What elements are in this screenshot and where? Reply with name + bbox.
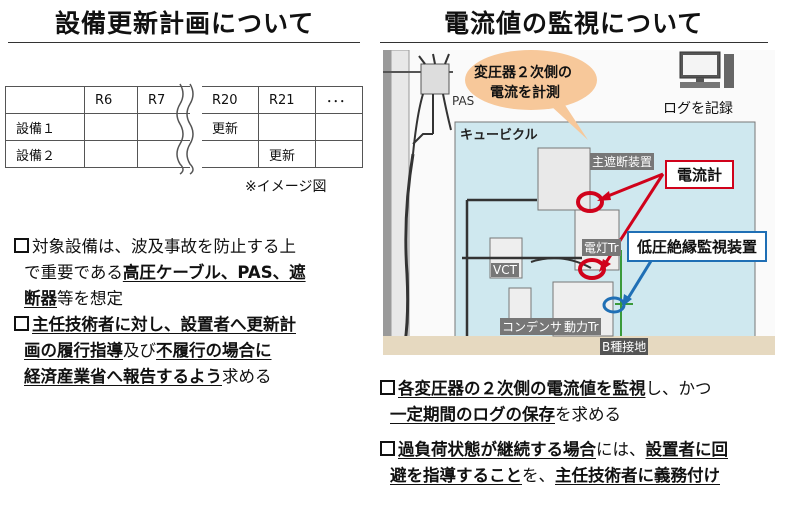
image-note: ※イメージ図 [245, 179, 327, 195]
table-cell [315, 113, 363, 141]
transformer-callout-line1: 変圧器２次側の [474, 65, 572, 81]
bullet-square-icon [14, 238, 29, 253]
table-cell: 設備１ [5, 113, 85, 141]
monitoring-diagram [383, 50, 775, 355]
bullet-square-icon [14, 316, 29, 331]
bullet-text: し、かつ [645, 379, 712, 398]
bullet-line: 過負荷状態が継続する場合には、設置者に回 [380, 437, 728, 462]
table-cell [202, 140, 259, 168]
emphasized-text: 断器 [24, 289, 57, 308]
table-cell [315, 140, 363, 168]
lighting-transformer-label: 電灯Tr [582, 239, 621, 256]
table-cell [258, 113, 316, 141]
table-row: 設備２ 更新 [5, 140, 363, 168]
emphasized-text: 避を指導すること [390, 466, 522, 485]
table-cell: 更新 [258, 140, 316, 168]
bullet-line: 避を指導することを、主任技術者に義務付け [390, 463, 720, 488]
emphasized-text: 一定期間のログの保存 [390, 405, 555, 424]
log-label: ログを記録 [663, 101, 733, 117]
left-section-title: 設備更新計画について [55, 9, 315, 38]
power-transformer-label: 動力Tr [562, 318, 601, 335]
emphasized-text: 不履行の場合に [156, 341, 272, 360]
vct-label: VCT [491, 263, 519, 277]
ammeter-label: 電流計 [665, 160, 735, 189]
main-breaker-label: 主遮断装置 [590, 153, 655, 170]
bullet-line: 各変圧器の２次側の電流値を監視し、かつ [380, 376, 712, 401]
capacitor-label: コンデンサ [500, 318, 565, 335]
table-header-cell [5, 86, 85, 114]
bullet-text: 対象設備は、波及事故を防止する上 [32, 237, 296, 256]
bullet-text: 等を想定 [57, 289, 123, 308]
bullet-text: で重要である [24, 263, 123, 282]
ammeter-marker-upper [576, 191, 604, 213]
pas-label: PAS [452, 94, 475, 108]
emphasized-text: 主任技術者に義務付け [555, 466, 720, 485]
right-section-title: 電流値の監視について [444, 9, 704, 38]
bullet-square-icon [380, 441, 395, 456]
table-header-cell: R21 [258, 86, 316, 114]
bullet-line: 経済産業省へ報告するよう求める [24, 364, 272, 389]
emphasized-text: 過負荷状態が継続する場合 [398, 440, 596, 459]
computer-icon [679, 51, 734, 88]
bullet-line: で重要である高圧ケーブル、PAS、遮 [24, 260, 306, 285]
table-row: 設備１ 更新 [5, 113, 363, 141]
table-header-cell: R20 [202, 86, 259, 114]
table-cell [137, 140, 190, 168]
bullet-text: 及び [123, 341, 156, 360]
bullet-text: を求める [555, 405, 621, 424]
bullet-line: 主任技術者に対し、設置者へ更新計 [14, 312, 296, 337]
ammeter-marker-lower [578, 258, 606, 280]
cubicle-label: キュービクル [460, 128, 538, 143]
right-title-underline [380, 42, 768, 43]
table-header-cell: ･･･ [315, 86, 363, 114]
emphasized-text: 設置者に回 [645, 440, 729, 459]
ground-label: B種接地 [600, 338, 649, 355]
bullet-line: 画の履行指導及び不履行の場合に [24, 338, 272, 363]
bullet-text: には、 [596, 440, 646, 459]
pas-unit [420, 63, 450, 95]
table-cell: 更新 [202, 113, 259, 141]
emphasized-text: 各変圧器の２次側の電流値を監視 [398, 379, 646, 398]
emphasized-text: 画の履行指導 [24, 341, 123, 360]
bullet-text: を、 [522, 466, 555, 485]
table-header-cell: R6 [84, 86, 138, 114]
main-breaker [537, 147, 591, 211]
emphasized-text: 高圧ケーブル、PAS、遮 [122, 263, 306, 282]
transformer-callout-bubble [465, 50, 597, 110]
table-cell [84, 140, 138, 168]
bullet-line: 一定期間のログの保存を求める [390, 402, 621, 427]
insulation-monitor-label: 低圧絶縁監視装置 [627, 231, 768, 262]
bullet-square-icon [380, 380, 395, 395]
transformer-callout-line2: 電流を計測 [490, 85, 560, 101]
table-cell: 設備２ [5, 140, 85, 168]
bullet-text: 求める [222, 367, 272, 386]
table-break-marks [176, 83, 194, 175]
bullet-line: 対象設備は、波及事故を防止する上 [14, 234, 296, 259]
emphasized-text: 主任技術者に対し、設置者へ更新計 [32, 315, 296, 334]
bullet-line: 断器等を想定 [24, 286, 123, 311]
emphasized-text: 経済産業省へ報告するよう [24, 367, 222, 386]
table-cell [84, 113, 138, 141]
left-title-underline [8, 42, 360, 43]
